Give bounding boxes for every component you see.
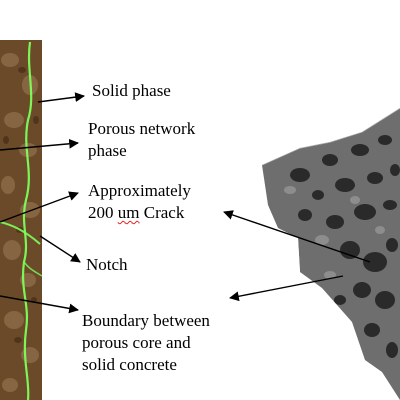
label-solid-phase: Solid phase bbox=[92, 81, 171, 100]
arrow-notch bbox=[39, 235, 81, 263]
label-porous-network-line1: Porous network bbox=[88, 119, 196, 138]
arrow-boundary-right bbox=[229, 275, 344, 302]
label-notch: Notch bbox=[86, 255, 128, 274]
crack-word: Crack bbox=[143, 203, 185, 222]
annotation-arrows bbox=[0, 92, 371, 314]
crack-size-value: 200 bbox=[88, 203, 114, 222]
arrow-crack-right bbox=[223, 210, 371, 263]
micrograph-strip bbox=[0, 40, 43, 400]
label-boundary: Boundary between porous core and solid c… bbox=[82, 310, 210, 376]
arrow-crack-left bbox=[0, 191, 79, 223]
label-crack-line2: 200 um Crack bbox=[88, 202, 191, 224]
label-boundary-line1: Boundary between bbox=[82, 311, 210, 330]
arrow-porous-network bbox=[0, 138, 79, 151]
label-boundary-line3: solid concrete bbox=[82, 355, 177, 374]
arrow-boundary-left bbox=[0, 295, 79, 314]
ct-scan-block bbox=[262, 108, 400, 400]
label-porous-network: Porous network phase bbox=[88, 118, 195, 162]
label-boundary-line2: porous core and bbox=[82, 333, 191, 352]
crack-size-unit: um bbox=[117, 203, 140, 222]
label-crack: Approximately 200 um Crack bbox=[88, 180, 191, 224]
arrow-solid-phase bbox=[37, 92, 85, 103]
label-crack-line1: Approximately bbox=[88, 181, 191, 200]
label-porous-network-line2: phase bbox=[88, 141, 127, 160]
